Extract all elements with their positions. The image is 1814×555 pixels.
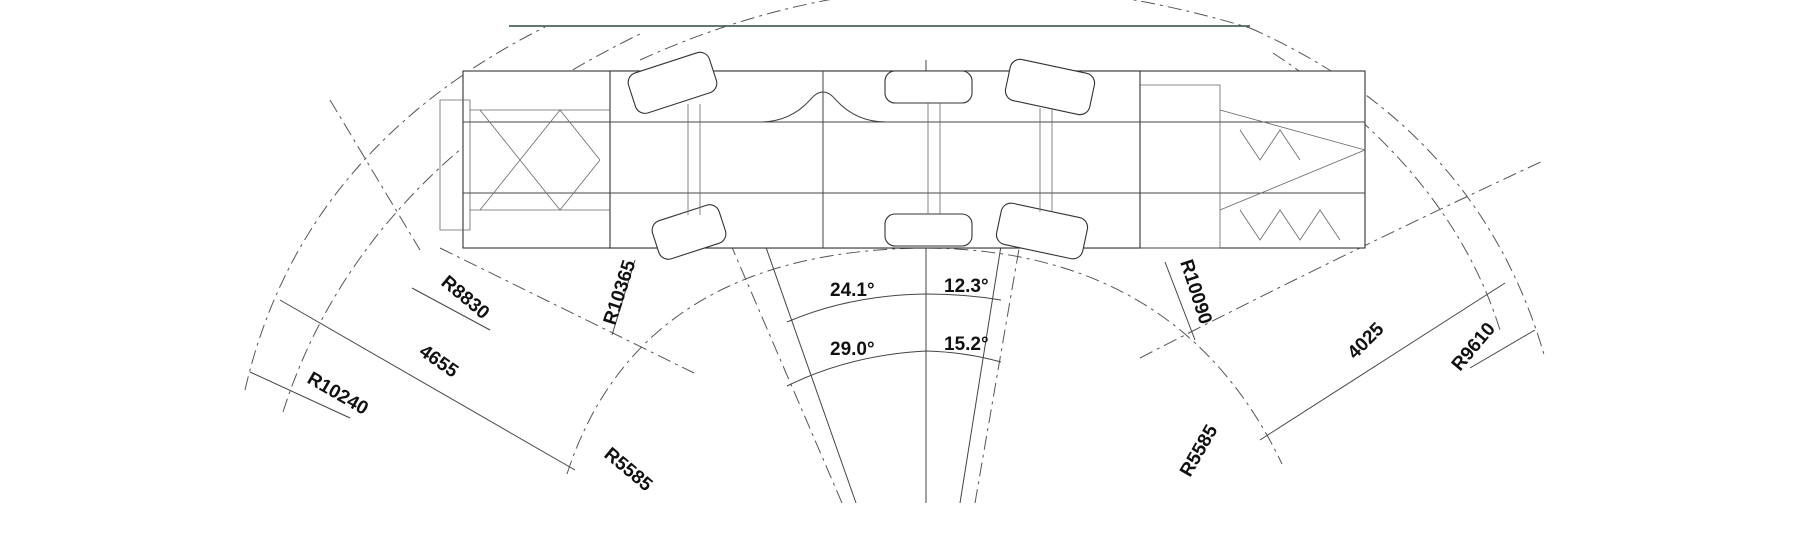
axles xyxy=(687,103,1053,215)
leader-r10240 xyxy=(249,371,351,419)
arc-r5585 xyxy=(566,247,1283,475)
crane-carrier xyxy=(439,51,1366,260)
label-r10090: R10090 xyxy=(1175,257,1216,327)
angle-arc-inner xyxy=(786,293,1002,323)
label-r5585-right: R5585 xyxy=(1176,421,1222,480)
arc-r9610 xyxy=(1249,27,1546,359)
leader-4655 xyxy=(279,299,576,471)
leader-r8830 xyxy=(411,287,491,331)
deck-hump xyxy=(759,91,887,123)
left-axis-dash xyxy=(329,99,421,251)
angle-arcs xyxy=(786,293,1002,387)
leader-4025 xyxy=(1259,282,1506,441)
arc-top xyxy=(639,0,1251,61)
rear-axle-centerline xyxy=(974,69,1051,504)
front-left-tire xyxy=(627,51,718,114)
arc-r10240 xyxy=(244,26,546,391)
dimension-leaders xyxy=(249,259,1536,471)
middle-right-tire xyxy=(884,213,973,247)
label-r10365: R10365 xyxy=(600,257,641,327)
label-4025: 4025 xyxy=(1344,318,1389,363)
leader-r10365 xyxy=(611,259,636,336)
rear-left-tire xyxy=(1004,58,1096,116)
angle-arc-outer xyxy=(786,350,1002,387)
middle-left-tire xyxy=(884,70,973,104)
label-r9610: R9610 xyxy=(1448,319,1500,375)
rear-right-tire xyxy=(995,202,1089,260)
left-diagonal-dash xyxy=(439,247,695,374)
dimension-labels: R8830 R10365 4655 R10240 R5585 R10090 R5… xyxy=(304,257,1500,496)
label-angle-12-3: 12.3° xyxy=(944,276,989,297)
label-angle-15-2: 15.2° xyxy=(944,334,989,355)
label-angle-24-1: 24.1° xyxy=(830,280,875,301)
tires xyxy=(627,51,1096,260)
label-4655: 4655 xyxy=(415,341,462,383)
rear-boom-truss xyxy=(439,84,1366,249)
front-right-tire xyxy=(651,204,727,260)
leader-r9610 xyxy=(1469,329,1536,369)
label-r5585-left: R5585 xyxy=(600,444,657,496)
arc-r10090 xyxy=(1139,159,1546,359)
label-angle-29-0: 29.0° xyxy=(830,339,875,360)
leader-r10090 xyxy=(1164,261,1196,341)
